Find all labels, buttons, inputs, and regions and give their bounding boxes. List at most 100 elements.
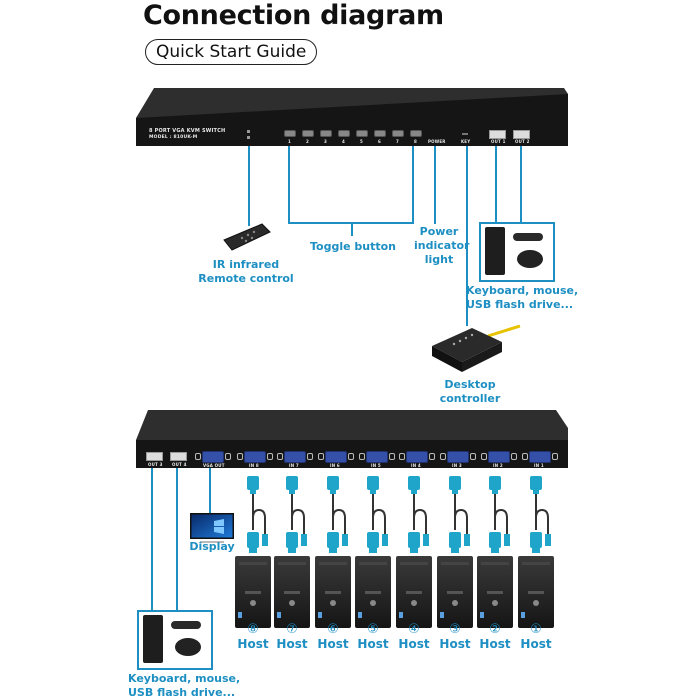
toggle-line-right <box>412 146 414 224</box>
host-number: ⑥ <box>327 622 339 637</box>
screw <box>225 453 231 460</box>
product-name: 8 PORT VGA KVM SWITCH <box>149 128 226 134</box>
screw <box>307 453 313 460</box>
out4-line <box>176 468 178 610</box>
host-computer-icon <box>274 556 310 628</box>
usb-flash-drive-icon <box>171 621 201 629</box>
toggle-button-label: 5 <box>360 139 363 144</box>
peripherals-label-back: Keyboard, mouse, USB flash drive... <box>128 672 241 700</box>
desktop-controller-icon <box>432 324 521 372</box>
host-label: Host <box>439 637 471 651</box>
screw <box>348 453 354 460</box>
screw <box>267 453 273 460</box>
kvm-cable <box>286 476 307 553</box>
toggle-button-label: 3 <box>324 139 327 144</box>
screw <box>399 453 405 460</box>
host-computer-icon <box>235 556 271 628</box>
host-number: ① <box>530 622 542 637</box>
ir-indicator <box>247 136 250 139</box>
vga-out-label: VGA OUT <box>203 463 225 468</box>
usb-port-out1 <box>489 130 506 139</box>
toggle-button-2[interactable] <box>302 130 314 137</box>
screw <box>318 453 324 460</box>
display-label: Display <box>189 540 235 553</box>
vga-input-port <box>447 451 469 463</box>
host-label: Host <box>520 637 552 651</box>
peripherals-box-back <box>137 610 213 670</box>
ir-remote-icon <box>223 223 271 251</box>
vga-input-label: IN 1 <box>534 463 544 468</box>
subtitle-badge: Quick Start Guide <box>145 39 318 65</box>
screw <box>359 453 365 460</box>
toggle-button-label: 8 <box>414 139 417 144</box>
usb-port-out3 <box>146 452 163 461</box>
host-computer-icon <box>396 556 432 628</box>
peripherals-back-line1: Keyboard, mouse, <box>128 672 241 685</box>
host-number: ⑦ <box>286 622 298 637</box>
toggle-button-4[interactable] <box>338 130 350 137</box>
host-number: ⑧ <box>247 622 259 637</box>
screw <box>470 453 476 460</box>
screw <box>429 453 435 460</box>
vga-input-label: IN 8 <box>249 463 259 468</box>
kvm-cable <box>327 476 348 553</box>
kvm-back-body <box>136 410 568 468</box>
host-label: Host <box>398 637 430 651</box>
mouse-icon <box>175 638 201 656</box>
keyboard-icon <box>485 227 505 275</box>
toggle-button-6[interactable] <box>374 130 386 137</box>
vga-input-port <box>529 451 551 463</box>
key-line <box>466 146 468 326</box>
vga-input-port <box>244 451 266 463</box>
usb-label-out4: OUT 4 <box>172 462 187 467</box>
kvm-cable <box>449 476 470 553</box>
power-light-label-line3: light <box>424 253 454 266</box>
power-light-label-line2: indicator <box>414 239 470 252</box>
usb-label-out3: OUT 3 <box>148 462 163 467</box>
peripherals-box-front <box>479 222 555 282</box>
toggle-button-label: Toggle button <box>309 240 397 253</box>
vga-input-label: IN 7 <box>289 463 299 468</box>
keyboard-icon <box>143 615 163 663</box>
peripherals-label-front: Keyboard, mouse, USB flash drive... <box>466 284 579 312</box>
toggle-button-8[interactable] <box>410 130 422 137</box>
screw <box>440 453 446 460</box>
kvm-cable <box>489 476 510 553</box>
kvm-cable <box>247 476 268 553</box>
toggle-line-left <box>288 146 290 224</box>
vga-input-port <box>325 451 347 463</box>
ir-remote-label-line2: Remote control <box>198 272 294 285</box>
vga-input-port <box>366 451 388 463</box>
screw <box>481 453 487 460</box>
kvm-cable <box>530 476 551 553</box>
screw <box>511 453 517 460</box>
usb-port-out4 <box>170 452 187 461</box>
ir-sensor <box>247 130 250 133</box>
host-computer-icon <box>477 556 513 628</box>
toggle-button-7[interactable] <box>392 130 404 137</box>
host-label: Host <box>357 637 389 651</box>
key-port <box>462 133 468 135</box>
power-label: POWER <box>428 139 446 144</box>
model-number: MODEL : 810UK-M <box>149 135 198 140</box>
kvm-cable <box>408 476 429 553</box>
host-label: Host <box>276 637 308 651</box>
ir-remote-label: IR infrared Remote control <box>198 258 294 286</box>
ir-connector-line <box>248 146 250 226</box>
mouse-icon <box>517 250 543 268</box>
vga-input-label: IN 3 <box>452 463 462 468</box>
peripherals-front-line1: Keyboard, mouse, <box>466 284 579 297</box>
toggle-button-3[interactable] <box>320 130 332 137</box>
desktop-controller-label: Desktop controller <box>430 378 510 406</box>
toggle-button-1[interactable] <box>284 130 296 137</box>
toggle-button-5[interactable] <box>356 130 368 137</box>
screw <box>277 453 283 460</box>
host-label: Host <box>479 637 511 651</box>
vga-input-label: IN 2 <box>493 463 503 468</box>
screw <box>522 453 528 460</box>
key-label: KEY <box>461 139 471 144</box>
power-light-label-line1: Power <box>419 225 459 238</box>
usb-label-out2: OUT 2 <box>515 139 530 144</box>
toggle-stem <box>351 222 353 236</box>
peripherals-back-line2: USB flash drive... <box>128 686 236 699</box>
